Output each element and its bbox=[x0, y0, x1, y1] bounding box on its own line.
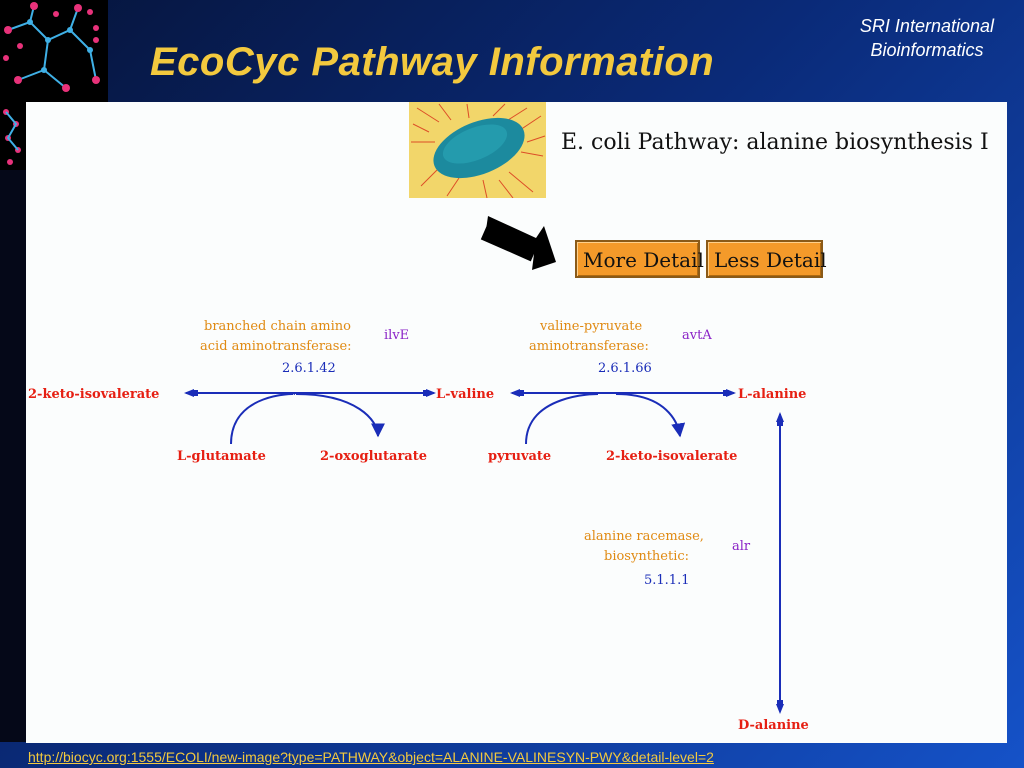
gene-avtA[interactable]: avtA bbox=[682, 328, 712, 343]
more-detail-button[interactable]: More Detail bbox=[575, 240, 704, 278]
pathway-title: E. coli Pathway: alanine biosynthesis I bbox=[561, 130, 989, 155]
ec-number-avtA[interactable]: 2.6.1.66 bbox=[598, 361, 652, 376]
compound-d-alanine[interactable]: D-alanine bbox=[738, 718, 809, 733]
compound-2-oxoglutarate[interactable]: 2-oxoglutarate bbox=[320, 449, 427, 464]
enzyme-alr-line2[interactable]: biosynthetic: bbox=[604, 549, 689, 564]
compound-2-keto-isovalerate-right[interactable]: 2-keto-isovalerate bbox=[606, 449, 737, 464]
ec-number-alr[interactable]: 5.1.1.1 bbox=[644, 573, 689, 588]
compound-l-glutamate[interactable]: L-glutamate bbox=[177, 449, 266, 464]
compound-l-alanine[interactable]: L-alanine bbox=[738, 387, 806, 402]
pointer-arrow-icon bbox=[480, 216, 556, 270]
gene-alr[interactable]: alr bbox=[732, 539, 751, 554]
enzyme-avtA-line2[interactable]: aminotransferase: bbox=[529, 339, 649, 354]
less-detail-button[interactable]: Less Detail bbox=[706, 240, 827, 278]
ec-number-ilvE[interactable]: 2.6.1.42 bbox=[282, 361, 336, 376]
corner-network-graphic bbox=[0, 0, 108, 102]
pathway-page: E. coli Pathway: alanine biosynthesis I … bbox=[26, 102, 1007, 743]
compound-2-keto-isovalerate-left[interactable]: 2-keto-isovalerate bbox=[28, 387, 159, 402]
org-label: SRI International Bioinformatics bbox=[860, 14, 994, 62]
pathway-diagram: 2-keto-isovalerate L-valine L-alanine L-… bbox=[28, 216, 809, 733]
ecoli-image bbox=[409, 102, 546, 199]
gene-ilvE[interactable]: ilvE bbox=[384, 328, 409, 343]
left-strip-lower bbox=[0, 170, 26, 742]
enzyme-ilvE-line2[interactable]: acid aminotransferase: bbox=[200, 339, 352, 354]
enzyme-avtA-line1[interactable]: valine-pyruvate bbox=[539, 319, 642, 334]
org-line-2: Bioinformatics bbox=[870, 40, 984, 60]
enzyme-ilvE-line1[interactable]: branched chain amino bbox=[204, 319, 351, 334]
slide-title: EcoCyc Pathway Information bbox=[150, 40, 715, 84]
compound-l-valine[interactable]: L-valine bbox=[436, 387, 494, 402]
enzyme-alr-line1[interactable]: alanine racemase, bbox=[584, 529, 704, 544]
source-url-link[interactable]: http://biocyc.org:1555/ECOLI/new-image?t… bbox=[28, 749, 714, 765]
compound-pyruvate[interactable]: pyruvate bbox=[488, 449, 551, 464]
org-line-1: SRI International bbox=[859, 16, 994, 36]
